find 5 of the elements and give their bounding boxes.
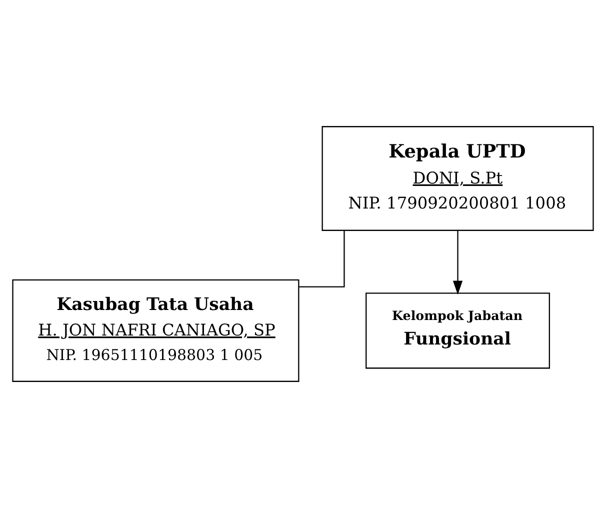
node-box: Kepala UPTD DONI, S.Pt NIP. 1790920200801 1008	[322, 126, 594, 231]
node-box: Kelompok Jabatan Fungsional	[366, 292, 550, 369]
node-box: Kasubag Tata Usaha H. JON NAFRI CANIAGO, SP NIP. 19651110198803 1 005	[12, 279, 300, 382]
connector	[299, 230, 345, 288]
arrow	[452, 230, 463, 295]
